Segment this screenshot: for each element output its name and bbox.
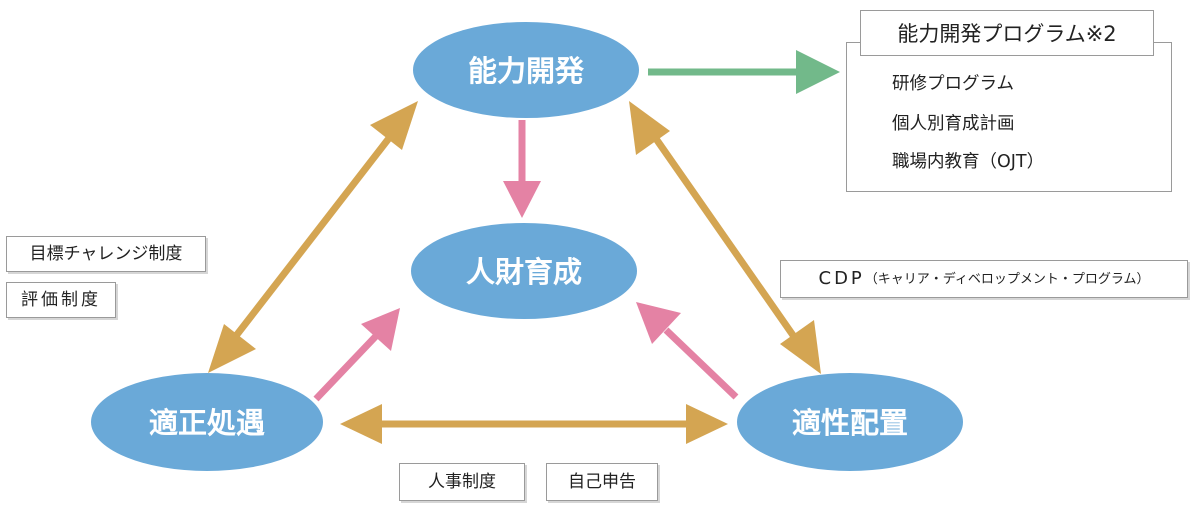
program-item-ojt: 職場内教育（OJT）	[892, 152, 1045, 172]
node-proper-placement: 適性配置	[737, 373, 963, 471]
cdp-main-label: CDP	[818, 268, 865, 289]
node-proper-placement-label: 適性配置	[792, 406, 908, 440]
cdp-box: CDP（キャリア・ディベロップメント・プログラム）	[780, 260, 1188, 298]
program-item-training: 研修プログラム	[892, 74, 1014, 94]
node-hr-development: 人財育成	[411, 223, 637, 319]
node-hr-development-label: 人財育成	[466, 255, 582, 289]
node-capability-development-label: 能力開発	[468, 54, 585, 88]
node-fair-treatment-label: 適正処遇	[149, 406, 265, 440]
node-fair-treatment: 適正処遇	[91, 373, 323, 471]
arrow-capability-fair	[208, 101, 418, 373]
arrow-fair-to-hr	[313, 308, 400, 402]
arrow-capability-placement	[629, 101, 821, 374]
arrow-placement-to-hr	[636, 302, 739, 400]
arrow-capability-to-hr	[503, 120, 541, 218]
self-report-box: 自己申告	[546, 463, 658, 501]
node-capability-development: 能力開発	[413, 22, 639, 118]
arrow-capability-to-program	[648, 50, 840, 94]
goal-challenge-system-box: 目標チャレンジ制度	[6, 236, 206, 272]
arrow-fair-placement	[340, 404, 728, 444]
evaluation-system-box: 評価制度	[6, 282, 116, 318]
program-item-individual-plan: 個人別育成計画	[892, 114, 1015, 134]
program-box-title: 能力開発プログラム※2	[860, 10, 1154, 56]
cdp-sub-label: （キャリア・ディベロップメント・プログラム）	[864, 271, 1150, 287]
personnel-system-box: 人事制度	[399, 463, 525, 501]
